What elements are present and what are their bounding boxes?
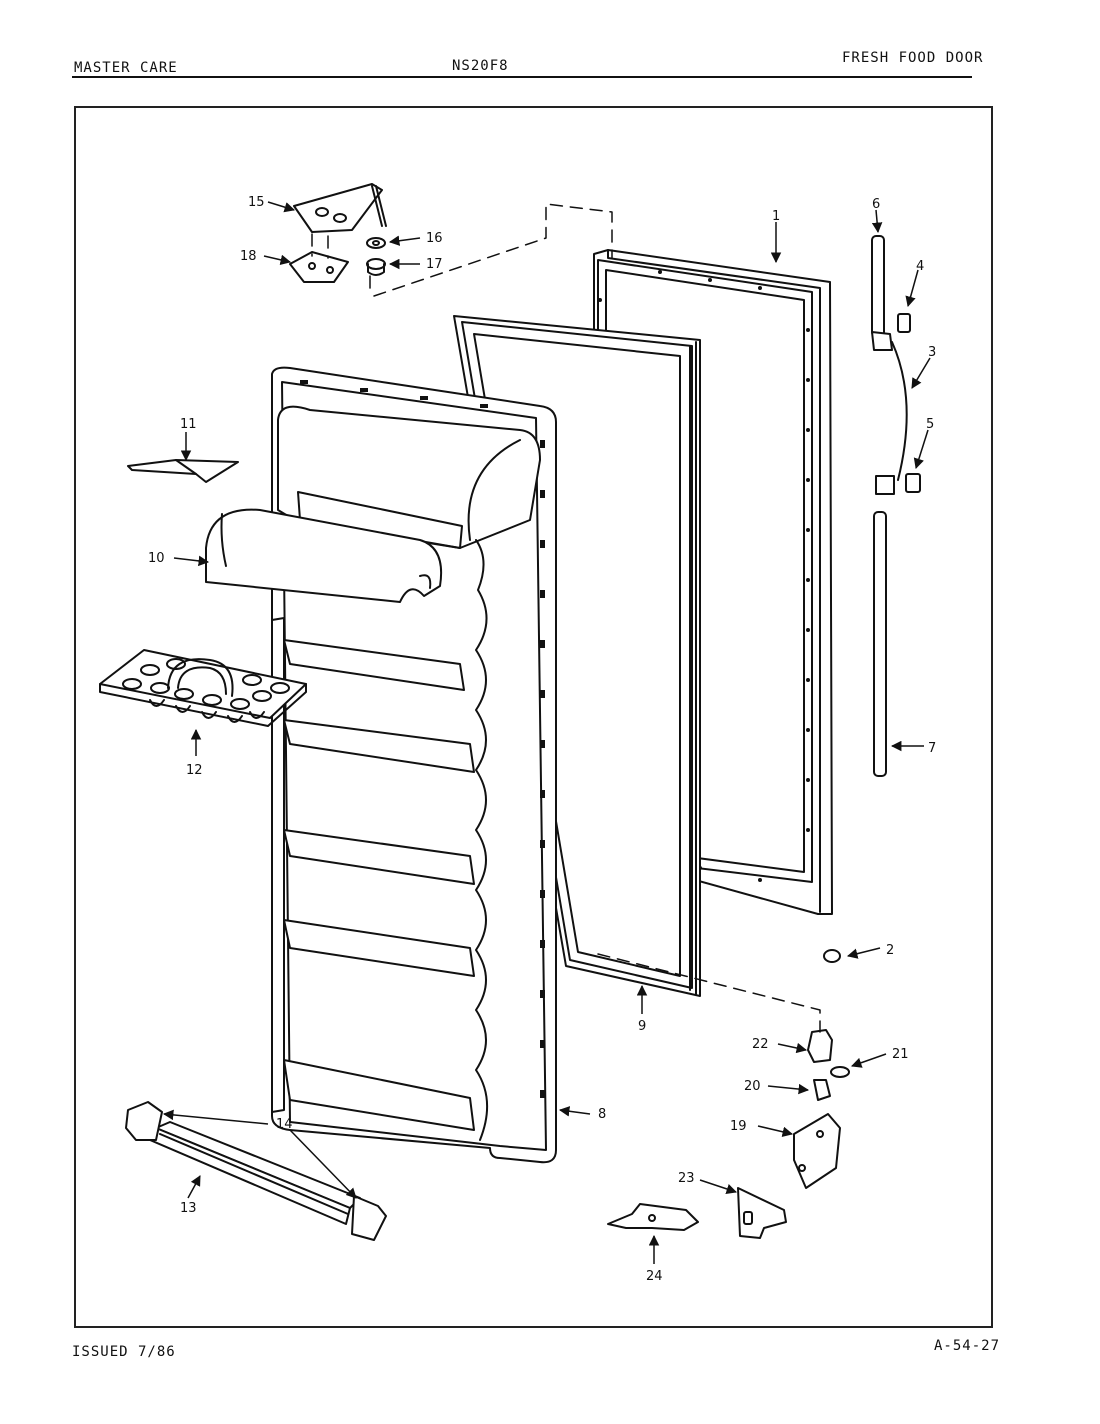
- callout-24: 24: [646, 1269, 663, 1284]
- callout-21: 21: [892, 1047, 909, 1062]
- callout-14: 14: [276, 1117, 293, 1132]
- callout-7: 7: [928, 741, 936, 756]
- callout-labels: 1 2 3 4 5 6 7 8 9 10 11 12 13 14 15 16 1…: [148, 195, 936, 1284]
- callout-6: 6: [872, 197, 880, 212]
- pin-part-20: [813, 1079, 831, 1101]
- callout-9: 9: [638, 1019, 646, 1034]
- bracket-part-23: [737, 1187, 787, 1239]
- washer-part-21: [830, 1066, 850, 1078]
- model-number: NS20F8: [452, 58, 509, 74]
- diagram-frame: [74, 106, 993, 1328]
- callout-4: 4: [916, 259, 924, 274]
- hinge-bushing-part-17: [366, 258, 386, 276]
- leader-lines: [162, 201, 931, 1264]
- callout-20: 20: [744, 1079, 761, 1094]
- end-caps-part-14: [125, 1101, 387, 1241]
- callout-1: 1: [772, 209, 780, 224]
- callout-18: 18: [240, 249, 257, 264]
- callout-23: 23: [678, 1171, 695, 1186]
- callout-15: 15: [248, 195, 265, 210]
- lower-hinge-part-19: [793, 1113, 841, 1189]
- callout-3: 3: [928, 345, 936, 360]
- door-stop-part-2: [823, 949, 841, 963]
- section-title: FRESH FOOD DOOR: [842, 50, 984, 66]
- callout-10: 10: [148, 551, 165, 566]
- egg-tray-part-12: [99, 649, 307, 727]
- callout-16: 16: [426, 231, 443, 246]
- issue-date: ISSUED 7/86: [72, 1344, 176, 1360]
- callout-19: 19: [730, 1119, 747, 1134]
- callout-22: 22: [752, 1037, 769, 1052]
- callout-13: 13: [180, 1201, 197, 1216]
- callout-5: 5: [926, 417, 934, 432]
- alignment-dashes: [311, 203, 821, 1033]
- bin-cover-part-10: [205, 508, 442, 603]
- brand-label: MASTER CARE: [74, 60, 178, 76]
- document-number: A-54-27: [934, 1338, 1001, 1354]
- callout-17: 17: [426, 257, 443, 272]
- hinge-shim-part-18: [289, 251, 349, 283]
- callout-12: 12: [186, 763, 203, 778]
- handle-assembly-parts-3-7: [871, 235, 921, 777]
- hinge-pin-part-22: [807, 1029, 833, 1063]
- inner-door-liner-part-8: [271, 366, 557, 1164]
- small-shelf-part-11: [127, 459, 239, 483]
- callout-11: 11: [180, 417, 197, 432]
- header-rule: [72, 76, 972, 78]
- callout-8: 8: [598, 1107, 606, 1122]
- hinge-washer-part-16: [366, 237, 386, 249]
- base-plate-part-24: [607, 1203, 699, 1231]
- callout-2: 2: [886, 943, 894, 958]
- bottom-trim-part-13: [149, 1121, 361, 1225]
- upper-hinge-part-15: [293, 183, 387, 233]
